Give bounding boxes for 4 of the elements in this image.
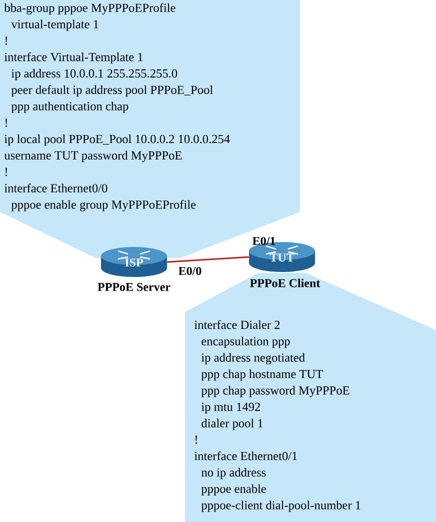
interface-label: E0/0 — [178, 266, 202, 276]
link-line — [167, 256, 249, 263]
device-label: PPPoE Client — [250, 278, 320, 288]
device-label: PPPoE Server — [98, 282, 170, 292]
